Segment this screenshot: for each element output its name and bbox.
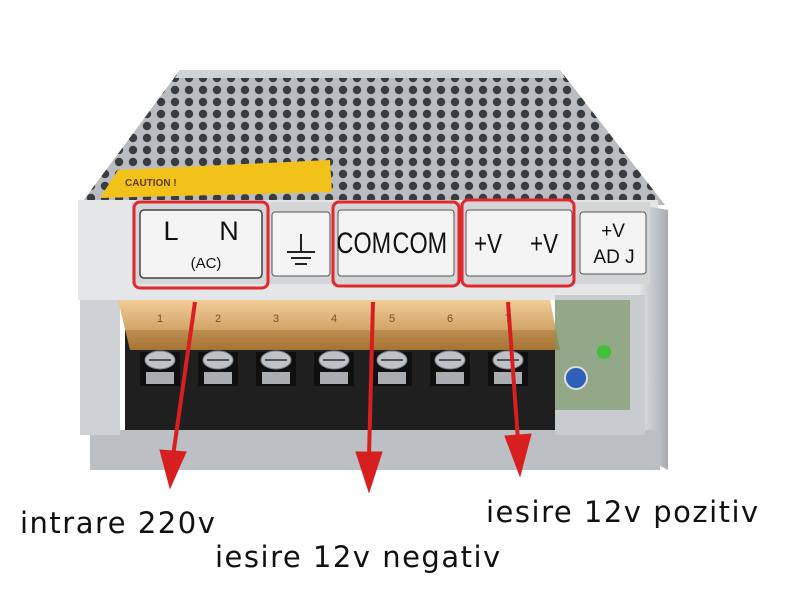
screw-terminal: 6 (430, 313, 470, 386)
terminal-number: 3 (273, 313, 279, 325)
arrow-input-head (159, 449, 187, 490)
label-com-2: COM (392, 227, 448, 260)
label-n: N (219, 215, 239, 246)
caption-input: intrare 220v (20, 506, 217, 540)
label-ln (139, 209, 263, 279)
label-adj-v: +V (601, 221, 625, 242)
label-v (465, 209, 573, 277)
arrow-negative-line (367, 301, 375, 457)
ground-icon (287, 234, 315, 265)
highlight-v (460, 198, 576, 288)
terminal-number: 5 (389, 313, 395, 325)
arrow-positive-head (504, 433, 532, 478)
screw-terminal: 3 (256, 313, 296, 386)
highlight-input (132, 200, 270, 290)
pcb (555, 300, 630, 410)
potentiometer (564, 366, 588, 390)
label-adj (579, 211, 647, 275)
terminal-number: 2 (215, 313, 221, 325)
arrow-negative-head (355, 451, 383, 494)
arrow-input-line (171, 301, 197, 457)
label-adj-text: AD J (593, 247, 635, 268)
highlight-com (331, 200, 461, 288)
terminal-number: 1 (157, 313, 163, 325)
led (597, 345, 611, 359)
label-v-1: +V (473, 228, 503, 259)
screw-terminal: 2 (198, 313, 238, 386)
caption-positive: iesire 12v pozitiv (486, 495, 760, 529)
screw-terminal: 4 (314, 313, 354, 386)
label-v-2: +V (529, 228, 559, 259)
screw-terminal: 1 (140, 313, 180, 386)
terminal-number: 6 (447, 313, 453, 325)
label-com (337, 209, 455, 277)
terminal-cover (118, 300, 560, 350)
caution-text: CAUTION ! (125, 178, 177, 189)
screw-terminal: 5 (372, 313, 412, 386)
caution-sticker (100, 160, 332, 198)
terminal-number: 4 (331, 313, 337, 325)
caption-negative: iesire 12v negativ (215, 540, 502, 574)
label-ac: (AC) (190, 254, 222, 272)
label-l: L (163, 215, 179, 246)
arrow-positive-line (506, 301, 520, 441)
label-com-1: COM (336, 227, 392, 260)
